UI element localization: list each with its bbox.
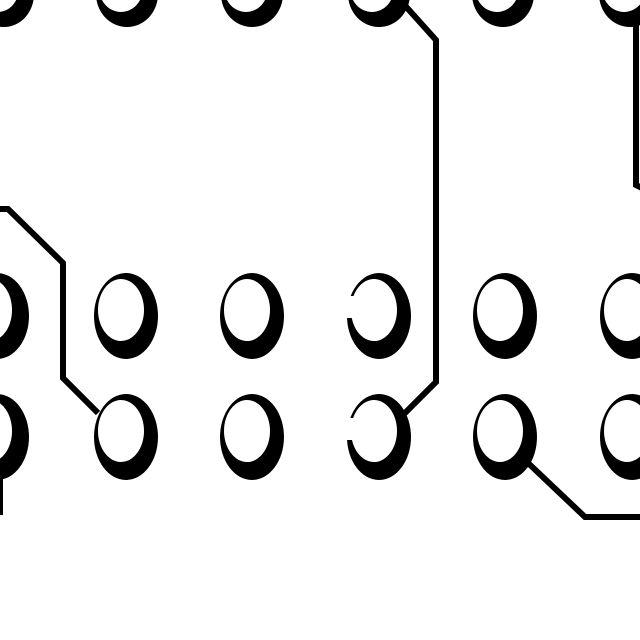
pad-t5 xyxy=(472,0,534,27)
pad-t2 xyxy=(96,0,158,27)
pad-b1 xyxy=(0,394,29,480)
trace-left-to-pad-b2 xyxy=(0,206,101,416)
trace-pad-b5-to-right xyxy=(524,459,640,520)
trace-pad-t4-to-pad-b4 xyxy=(397,0,439,419)
trace-layer xyxy=(0,0,640,520)
pad-b5 xyxy=(473,394,537,480)
trace-right-vertical xyxy=(633,0,640,191)
pad-b3 xyxy=(220,394,284,480)
pad-t3 xyxy=(221,0,283,27)
pad-m5 xyxy=(473,273,537,359)
pad-layer xyxy=(0,0,640,480)
pad-b4 xyxy=(344,394,411,480)
pad-t4 xyxy=(348,0,410,27)
pad-t6 xyxy=(599,0,640,27)
pad-m2 xyxy=(94,273,158,359)
pad-b2 xyxy=(94,394,158,480)
pad-m1 xyxy=(0,273,29,359)
pad-b6 xyxy=(600,394,640,480)
pad-m4 xyxy=(344,273,411,359)
pad-m3 xyxy=(220,273,284,359)
pad-t1 xyxy=(0,0,34,27)
pad-m6 xyxy=(600,273,640,359)
